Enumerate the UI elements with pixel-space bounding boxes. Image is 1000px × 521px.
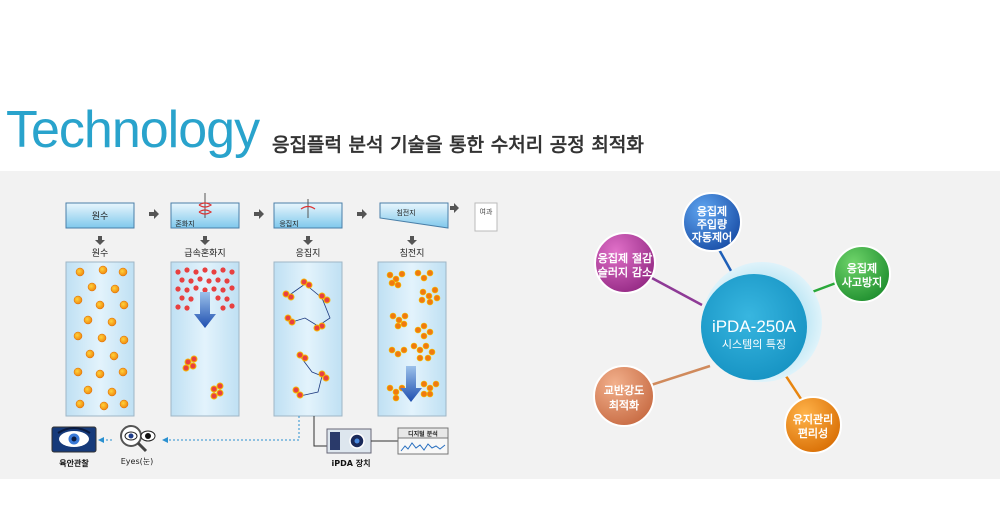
ipda-device	[326, 428, 372, 454]
paddle-icon	[300, 205, 316, 210]
node-save-line2: 슬러지 감소	[598, 265, 652, 279]
column-mix	[170, 261, 240, 417]
link-prevent	[811, 281, 837, 294]
column-label-raw: 원수	[92, 248, 109, 259]
stage-settle-box-label: 침전지	[396, 208, 415, 217]
stage-mix-box: 혼화지	[170, 193, 240, 229]
eye-label: 육안관찰	[59, 458, 89, 468]
node-mix-line2: 최적화	[609, 398, 639, 412]
page-title: Technology	[6, 101, 260, 159]
node-mix-line1: 교반강도	[604, 383, 644, 397]
stage-raw-box-label: 원수	[92, 211, 109, 222]
stage-mix-box-label: 혼화지	[175, 219, 194, 228]
mix-flocs	[182, 355, 224, 400]
stage-raw-box: 원수	[65, 202, 135, 229]
node-save-line1: 응집제 절감	[598, 251, 652, 265]
column-label-mix: 급속혼화지	[184, 247, 225, 259]
flow-arrows	[149, 203, 459, 219]
node-auto-line2: 주입량	[697, 218, 727, 231]
floc-clusters	[282, 278, 331, 399]
mix-down-arrow	[194, 292, 216, 328]
core-title: iPDA-250A	[712, 317, 797, 336]
mix-particles	[175, 267, 235, 311]
node-auto-line3: 자동제어	[692, 230, 732, 244]
device-label: iPDA 장치	[332, 458, 371, 468]
node-auto-line1: 응집제	[697, 204, 727, 218]
column-label-settle: 침전지	[400, 248, 425, 259]
eye-monitor-icon	[51, 426, 97, 453]
mixer-icon	[198, 202, 213, 215]
digital-analysis-panel: 디지털 분석	[397, 427, 449, 455]
page-subtitle: 응집플럭 분석 기술을 통한 수처리 공정 최적화	[272, 134, 644, 156]
filter-box: 여과	[474, 202, 498, 232]
settle-down-arrow	[400, 366, 422, 402]
core-circle	[701, 274, 807, 380]
node-accident-prevention: 응집제 사고방지	[833, 245, 891, 303]
settle-flocs	[386, 269, 441, 402]
raw-particles	[73, 265, 129, 411]
node-maint-line2: 편리성	[798, 426, 828, 440]
stage-settle-box: 침전지	[379, 202, 449, 229]
magnifier-label: Eyes(눈)	[121, 457, 153, 466]
node-maintenance: 유지관리 편리성	[784, 396, 842, 454]
node-auto-control: 응집제 주입량 자동제어	[682, 192, 742, 252]
analysis-label: 디지털 분석	[408, 430, 438, 438]
node-maint-line1: 유지관리	[793, 412, 833, 426]
stage-floc-box: 응집지	[273, 199, 343, 229]
node-reduce: 응집제 절감 슬러지 감소	[594, 232, 656, 294]
link-mix	[650, 364, 711, 387]
sample-line	[168, 416, 300, 441]
node-prevent-line1: 응집제	[847, 261, 877, 275]
node-prevent-line2: 사고방지	[842, 275, 882, 289]
column-label-floc: 응집지	[296, 247, 321, 259]
link-save	[649, 275, 703, 307]
stage-floc-box-label: 응집지	[279, 219, 298, 228]
core-subtitle: 시스템의 특징	[722, 338, 786, 351]
magnifier-eye-icon	[120, 425, 156, 453]
node-mixing-optimization: 교반강도 최적화	[593, 365, 655, 427]
filter-label: 여과	[480, 207, 493, 216]
